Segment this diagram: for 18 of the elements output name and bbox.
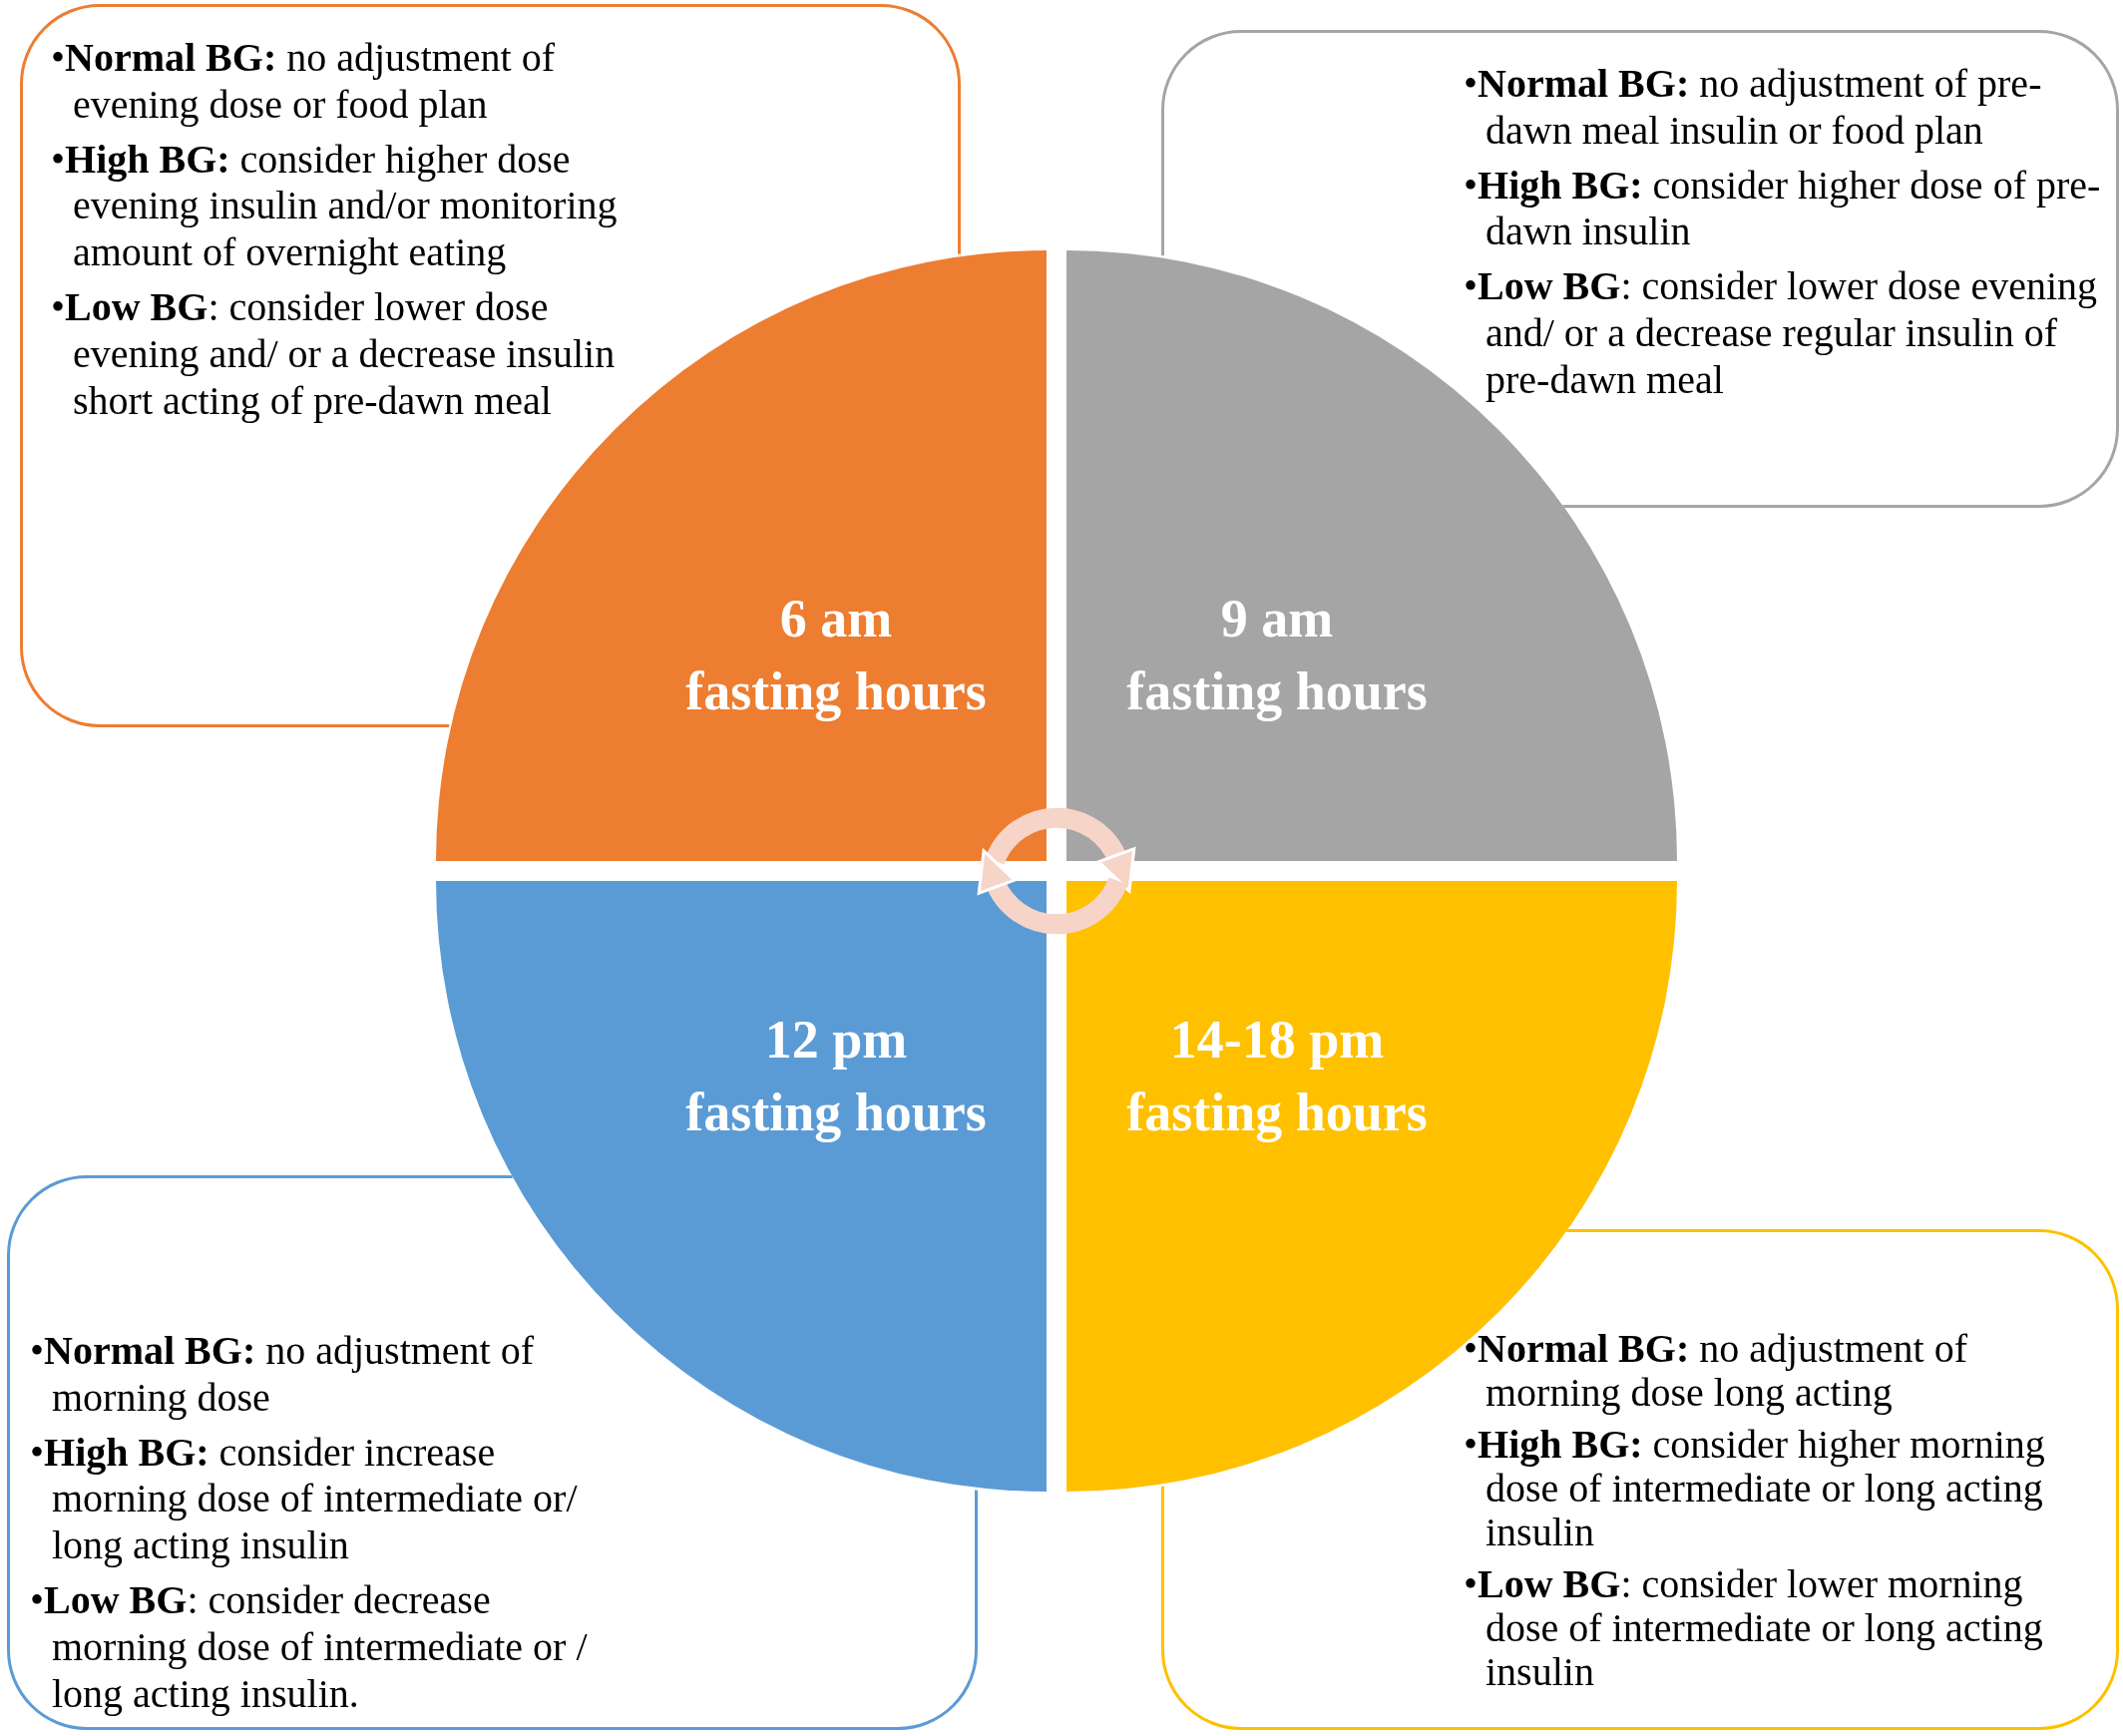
time-label: 12 pm: [764, 1009, 908, 1073]
cycle-arrow: [985, 807, 1135, 892]
advice-bullet: •Low BG: consider lower morning dose of intermediate or long acting insulin: [1464, 1562, 2044, 1694]
advice-bullet: •High BG: consider higher dose of pre-dawn insulin: [1464, 162, 2102, 256]
advice-bullet: •High BG: consider higher morning dose of intermediate or long acting insulin: [1464, 1423, 2046, 1554]
time-label: 14-18 pm: [1169, 1009, 1385, 1073]
advice-bullet: •Low BG: consider lower dose evening and/ or a decrease insulin short acting of pre-dawn meal: [51, 284, 617, 425]
advice-bullet: •High BG: consider increase morning dose of intermediate or/ long acting insulin: [30, 1429, 579, 1569]
advice-bullet: •Low BG: consider lower dose evening and/ or a decrease regular insulin of pre-dawn meal: [1464, 263, 2098, 404]
time-label: 9 am: [1220, 588, 1334, 651]
advice-bullet: •Low BG: consider decrease morning dose of intermediate or / long acting insulin.: [30, 1577, 589, 1718]
sector-label: fasting hours: [685, 660, 987, 723]
time-label: 6 am: [779, 588, 893, 651]
advice-bullet: •High BG: consider higher dose evening insulin and/or monitoring amount of overnight eating: [51, 136, 619, 276]
cycle-arrow: [978, 850, 1128, 935]
sector-label: fasting hours: [1126, 1082, 1428, 1144]
sector-label: fasting hours: [1126, 660, 1428, 723]
sector-label: fasting hours: [685, 1082, 987, 1144]
